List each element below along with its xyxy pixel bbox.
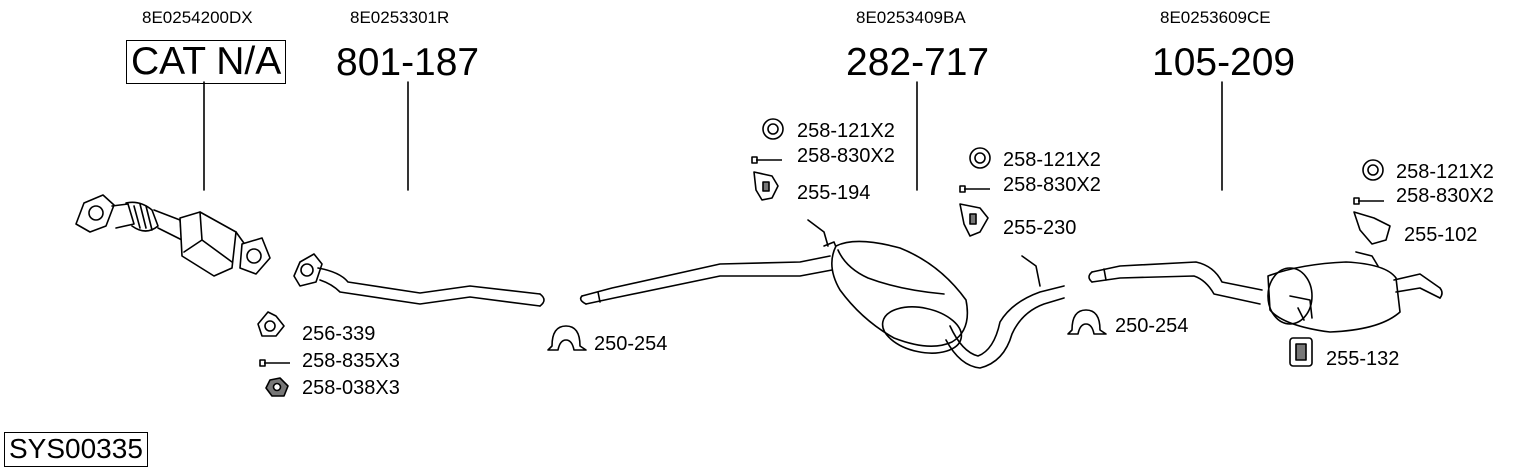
rubber-ring-icon-rear <box>1362 159 1384 181</box>
clamp-icon-front <box>547 325 587 351</box>
gasket-icon <box>257 311 285 337</box>
catalytic-converter-drawing <box>75 194 271 277</box>
part-number-rear-silencer[interactable]: 105-209 <box>1152 41 1296 84</box>
hanger-bracket-icon-middle-rear <box>959 203 989 237</box>
label-clamp-rear[interactable]: 250-254 <box>1115 315 1189 337</box>
part-number-front-pipe[interactable]: 801-187 <box>336 41 480 84</box>
part-number-cat[interactable]: CAT N/A <box>126 40 287 84</box>
label-bracket-rear[interactable]: 255-102 <box>1404 224 1478 246</box>
rear-silencer-drawing <box>1088 251 1443 333</box>
label-rubber-ring-middle-rear[interactable]: 258-121X2 <box>1003 149 1101 171</box>
label-nut[interactable]: 258-038X3 <box>302 377 400 399</box>
label-bolt-middle-rear[interactable]: 258-830X2 <box>1003 174 1101 196</box>
rubber-hanger-icon-rear <box>1289 337 1313 367</box>
label-bolt[interactable]: 258-835X3 <box>302 350 400 372</box>
bolt-icon <box>259 359 290 367</box>
label-bolt-middle[interactable]: 258-830X2 <box>797 145 895 167</box>
rubber-ring-icon-middle-rear <box>969 147 991 169</box>
hanger-bracket-icon-rear <box>1353 211 1391 245</box>
label-rubber-ring-rear[interactable]: 258-121X2 <box>1396 161 1494 183</box>
label-rubber-ring-middle[interactable]: 258-121X2 <box>797 120 895 142</box>
rubber-ring-icon-middle <box>762 118 784 140</box>
oem-number-rear-silencer: 8E0253609CE <box>1160 8 1271 27</box>
hanger-bracket-icon-middle <box>753 171 779 201</box>
label-rubber-hanger-rear[interactable]: 255-132 <box>1326 348 1400 370</box>
bolt-icon-middle <box>751 156 782 164</box>
nut-icon <box>265 377 289 397</box>
label-bolt-rear[interactable]: 258-830X2 <box>1396 185 1494 207</box>
part-number-middle-silencer[interactable]: 282-717 <box>846 41 990 84</box>
clamp-icon-rear <box>1067 309 1107 335</box>
label-clamp-front[interactable]: 250-254 <box>594 333 668 355</box>
oem-number-cat: 8E0254200DX <box>142 8 253 27</box>
bolt-icon-middle-rear <box>959 185 990 193</box>
middle-silencer-drawing <box>579 219 1065 369</box>
system-code: SYS00335 <box>4 432 148 467</box>
label-bracket-middle-rear[interactable]: 255-230 <box>1003 217 1077 239</box>
label-gasket[interactable]: 256-339 <box>302 323 376 345</box>
oem-number-front-pipe: 8E0253301R <box>350 8 450 27</box>
bolt-icon-rear <box>1353 197 1384 205</box>
front-pipe-drawing <box>293 253 545 307</box>
oem-number-middle-silencer: 8E0253409BA <box>856 8 966 27</box>
label-bracket-middle[interactable]: 255-194 <box>797 182 871 204</box>
